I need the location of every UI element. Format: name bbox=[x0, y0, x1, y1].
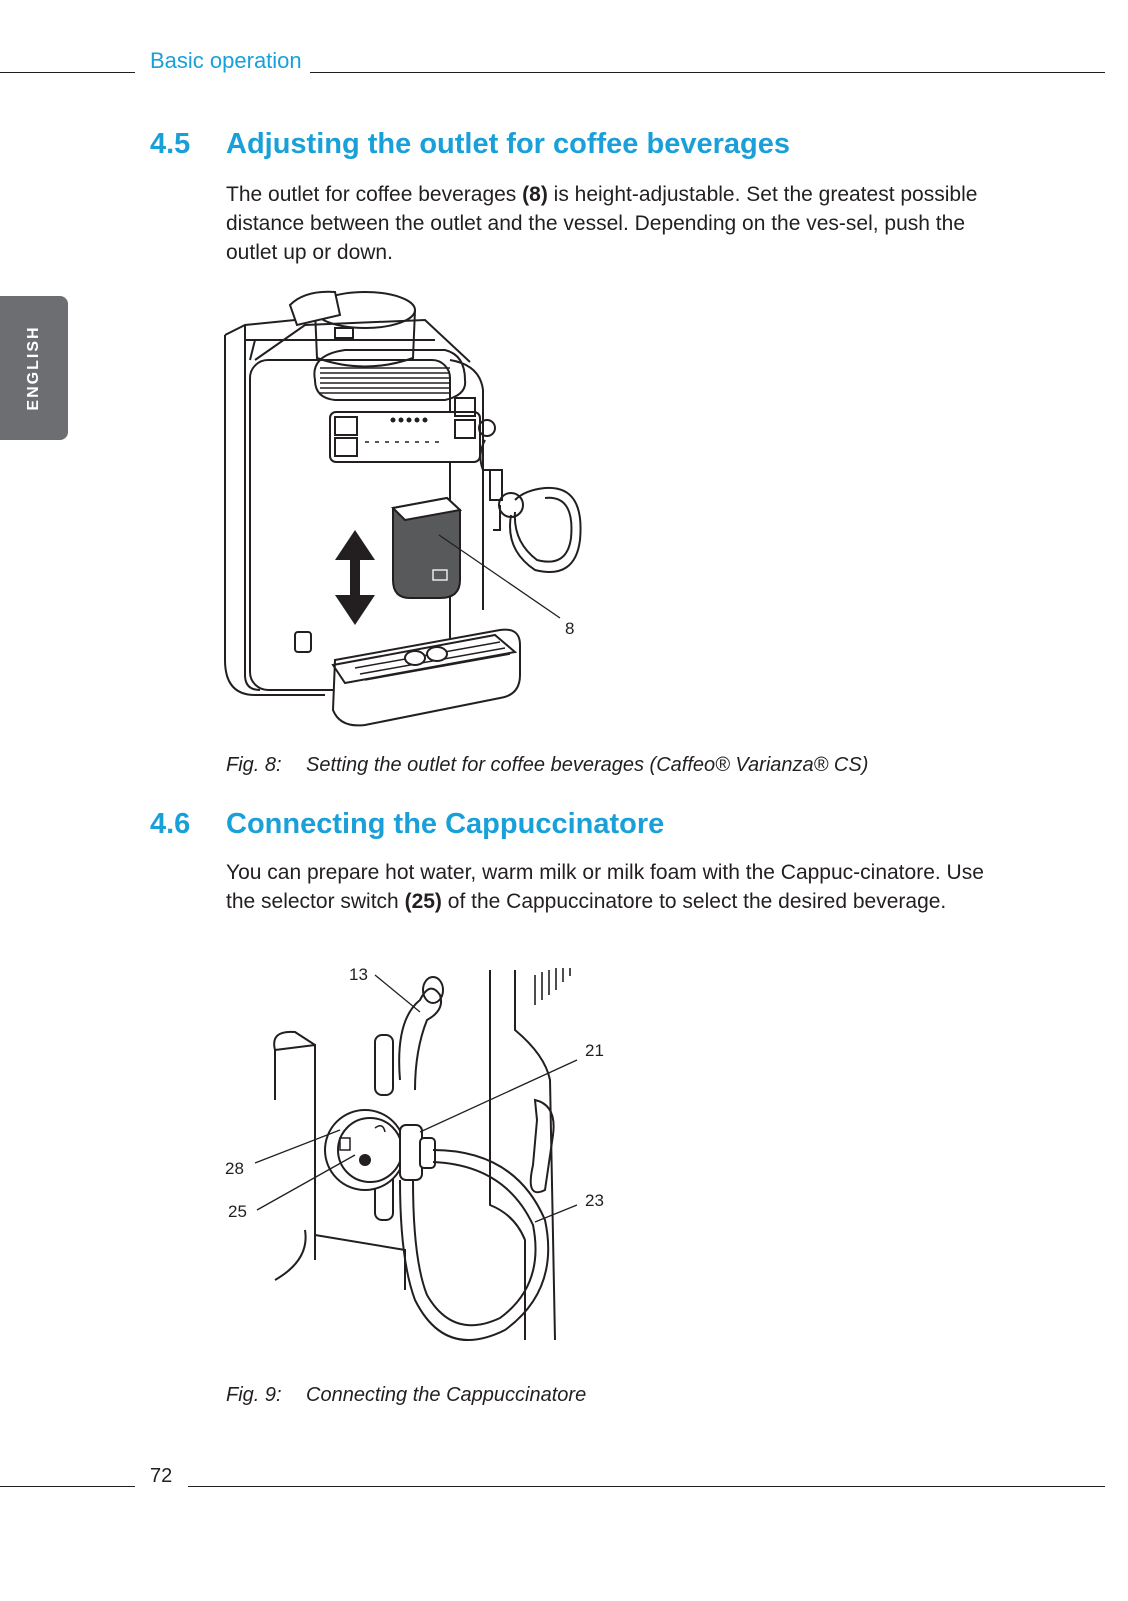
callout-leader-25 bbox=[256, 1154, 356, 1211]
section-4-5-heading: 4.5 Adjusting the outlet for coffee beve… bbox=[0, 128, 1128, 168]
column-vents bbox=[534, 968, 571, 1005]
section-4-6-paragraph: You can prepare hot water, warm milk or … bbox=[226, 858, 986, 916]
section-title: Connecting the Cappuccinatore bbox=[226, 808, 665, 840]
callout-21: 21 bbox=[585, 1041, 604, 1060]
running-header: Basic operation bbox=[150, 48, 302, 73]
section-4-5-paragraph: The outlet for coffee beverages (8) is h… bbox=[226, 180, 986, 267]
page-number: 72 bbox=[150, 1465, 173, 1487]
part-reference: (25) bbox=[404, 890, 442, 913]
cappuccinatore-body bbox=[324, 1109, 436, 1191]
header-rule-right bbox=[310, 72, 1105, 73]
figure-9-cappuccinatore: 13 21 28 25 23 bbox=[225, 965, 604, 1341]
figure-label: Fig. 9: bbox=[226, 1384, 282, 1406]
callout-13: 13 bbox=[349, 965, 368, 984]
section-number: 4.6 bbox=[150, 808, 191, 840]
language-tab-label: ENGLISH bbox=[25, 325, 42, 411]
height-adjust-arrow-icon bbox=[335, 530, 375, 625]
callout-leader-13 bbox=[374, 974, 421, 1013]
callout-leader-28 bbox=[254, 1129, 341, 1164]
vent-grill bbox=[320, 367, 450, 394]
figure-8-coffee-machine: 8 bbox=[224, 290, 582, 727]
figure-caption-text: Connecting the Cappuccinatore bbox=[306, 1384, 587, 1406]
section-number: 4.5 bbox=[150, 128, 191, 160]
callout-leader-21 bbox=[419, 1059, 578, 1133]
footer-rule-right bbox=[188, 1486, 1105, 1487]
paragraph-text: of the Cappuccinatore to select the desi… bbox=[441, 890, 947, 913]
figure-8-caption: Fig. 8: Setting the outlet for coffee bev… bbox=[226, 754, 868, 777]
paragraph-text: You can prepare hot water, warm milk or … bbox=[226, 861, 984, 913]
part-reference: (8) bbox=[522, 183, 548, 206]
callout-25: 25 bbox=[228, 1202, 247, 1221]
figure-caption-text: Setting the outlet for coffee beverages … bbox=[306, 754, 869, 776]
callout-leader-8 bbox=[438, 534, 561, 619]
callout-23: 23 bbox=[585, 1191, 604, 1210]
figure-9-caption: Fig. 9: Connecting the Cappuccinatore bbox=[226, 1384, 586, 1407]
callout-leader-23 bbox=[534, 1204, 578, 1223]
coffee-outlet bbox=[390, 496, 463, 599]
footer-rule-left bbox=[0, 1486, 135, 1487]
header-rule-left bbox=[0, 72, 135, 73]
callout-28: 28 bbox=[225, 1159, 244, 1178]
section-title: Adjusting the outlet for coffee beverage… bbox=[226, 128, 790, 160]
paragraph-text: is height-adjustable. Set the greatest p… bbox=[226, 183, 978, 264]
figure-label: Fig. 8: bbox=[226, 754, 282, 776]
section-4-6-heading: 4.6 Connecting the Cappuccinatore bbox=[0, 808, 1128, 848]
paragraph-text: The outlet for coffee beverages bbox=[226, 183, 523, 206]
callout-8: 8 bbox=[565, 619, 574, 638]
language-tab: ENGLISH bbox=[0, 296, 68, 440]
